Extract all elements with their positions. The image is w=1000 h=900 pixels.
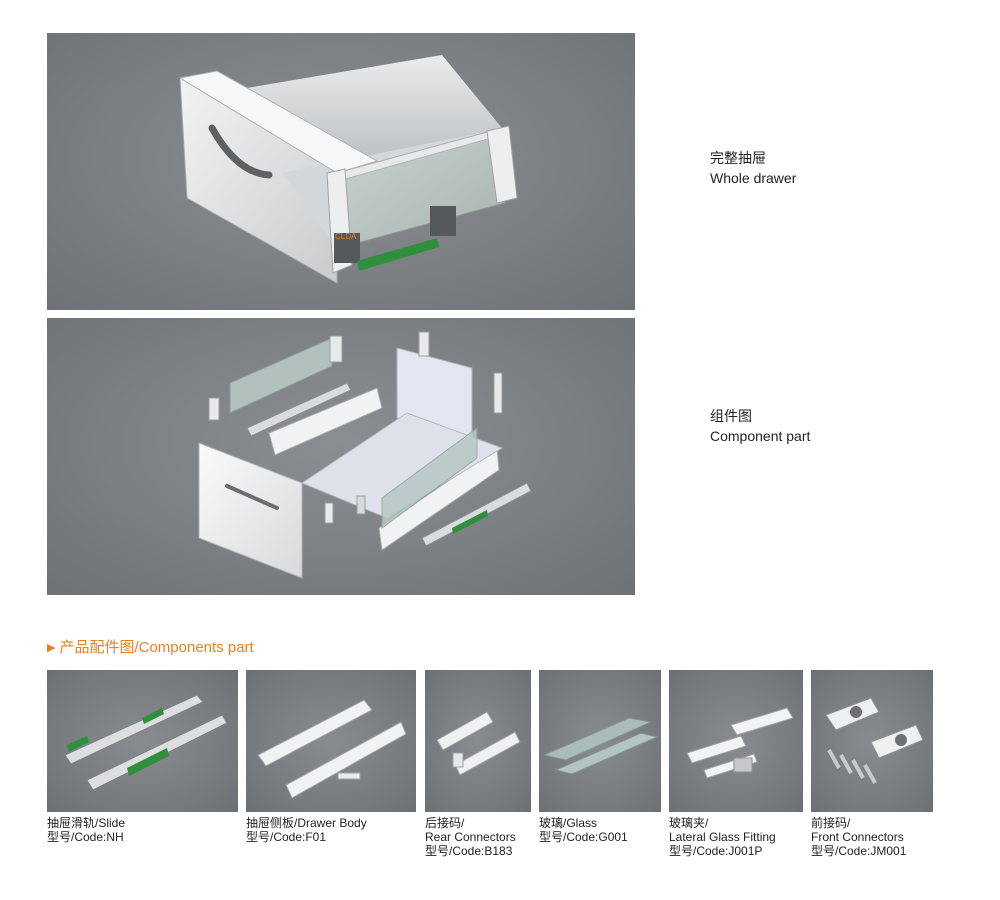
- front-connectors-name: 前接码/: [811, 816, 851, 830]
- drawer-body-code: 型号/Code:F01: [246, 830, 327, 844]
- front-connectors-illustration: [825, 697, 924, 784]
- rear-connectors-name-en: Rear Connectors: [425, 830, 516, 844]
- slide-thumbnail: [47, 670, 238, 812]
- whole-drawer-title-cn: 完整抽屉: [710, 150, 766, 166]
- glass-label: 玻璃/Glass 型号/Code:G001: [539, 816, 628, 844]
- whole-drawer-caption: 完整抽屉 Whole drawer: [710, 148, 796, 188]
- whole-drawer-illustration: CLDA: [178, 55, 518, 284]
- section-title-text: 产品配件图/Components part: [59, 639, 254, 656]
- rear-connectors-illustration: [436, 711, 521, 776]
- rear-connectors-label: 后接码/ Rear Connectors 型号/Code:B183: [425, 816, 516, 858]
- drawer-body-illustration: [257, 699, 407, 799]
- slide-illustration: [64, 694, 228, 791]
- component-part-title-cn: 组件图: [710, 408, 752, 424]
- whole-drawer-image: CLDA: [47, 33, 635, 310]
- components-section-title: ▶产品配件图/Components part: [47, 636, 254, 657]
- rear-connectors-name: 后接码/: [425, 816, 465, 830]
- lateral-glass-fitting-name-en: Lateral Glass Fitting: [669, 830, 776, 844]
- whole-drawer-title-en: Whole drawer: [710, 170, 797, 186]
- brand-mark: CLDA: [335, 232, 357, 241]
- front-connectors-code: 型号/Code:JM001: [811, 844, 907, 858]
- lateral-glass-fitting-thumbnail: [669, 670, 803, 812]
- lateral-glass-fitting-name: 玻璃夹/: [669, 816, 709, 830]
- drawer-body-name: 抽屉侧板/Drawer Body: [246, 816, 367, 830]
- front-connectors-label: 前接码/ Front Connectors 型号/Code:JM001: [811, 816, 906, 858]
- slide-name: 抽屉滑轨/Slide: [47, 816, 126, 830]
- component-part-title-en: Component part: [710, 428, 811, 444]
- lateral-glass-fitting-code: 型号/Code:J001P: [669, 844, 763, 858]
- slide-label: 抽屉滑轨/Slide 型号/Code:NH: [47, 816, 125, 844]
- lateral-glass-fitting-label: 玻璃夹/ Lateral Glass Fitting 型号/Code:J001P: [669, 816, 776, 858]
- slide-code: 型号/Code:NH: [47, 830, 124, 844]
- lateral-glass-fitting-illustration: [686, 707, 794, 779]
- glass-code: 型号/Code:G001: [539, 830, 628, 844]
- front-connectors-name-en: Front Connectors: [811, 830, 904, 844]
- triangle-bullet-icon: ▶: [47, 642, 56, 654]
- glass-name: 玻璃/Glass: [539, 816, 598, 830]
- component-part-caption: 组件图 Component part: [710, 406, 810, 446]
- component-part-image: [47, 318, 635, 595]
- drawer-body-thumbnail: [246, 670, 416, 812]
- rear-connectors-code: 型号/Code:B183: [425, 844, 513, 858]
- glass-illustration: [542, 717, 659, 775]
- rear-connectors-thumbnail: [425, 670, 531, 812]
- glass-thumbnail: [539, 670, 661, 812]
- exploded-view-illustration: [198, 331, 532, 579]
- front-connectors-thumbnail: [811, 670, 933, 812]
- drawer-body-label: 抽屉侧板/Drawer Body 型号/Code:F01: [246, 816, 367, 844]
